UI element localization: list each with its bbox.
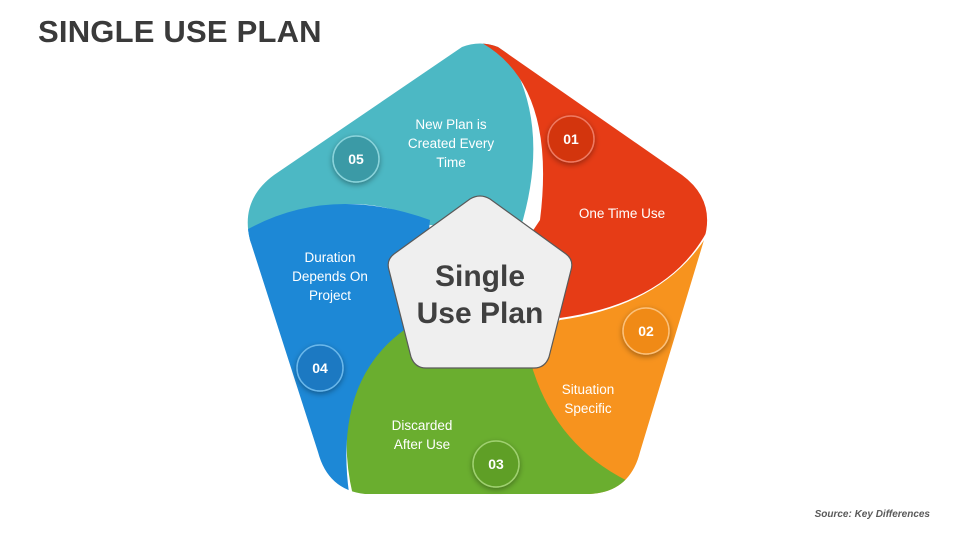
segment-01-shape <box>450 43 708 318</box>
badge-03-number: 03 <box>488 456 504 472</box>
segment-05-label-line3: Time <box>436 155 466 170</box>
page-title: SINGLE USE PLAN <box>38 14 322 49</box>
segment-03-label-line2: After Use <box>394 437 450 452</box>
segment-04-label-line2: Depends On <box>292 269 368 284</box>
segment-02-label-line1: Situation <box>562 382 615 397</box>
badge-02-number: 02 <box>638 323 654 339</box>
segment-05-label-line1: New Plan is <box>415 117 487 132</box>
badge-03-circle <box>472 440 520 488</box>
center-title-line1: Single <box>435 260 525 293</box>
badge-05-number: 05 <box>348 151 364 167</box>
segment-02-label-line2: Specific <box>564 401 612 416</box>
badge-01-number: 01 <box>563 131 579 147</box>
segment-03-label-line1: Discarded <box>392 418 453 433</box>
badge-01-circle <box>547 115 595 163</box>
center-title-line2: Use Plan <box>417 297 544 330</box>
source-note: Source: Key Differences <box>814 509 930 520</box>
badge-04-number: 04 <box>312 360 328 376</box>
segment-05-label-line2: Created Every <box>408 136 495 151</box>
badge-05-circle <box>332 135 380 183</box>
segment-01-label-line1: One Time Use <box>579 206 665 221</box>
center-pentagon <box>387 195 573 369</box>
segment-04-label-line1: Duration <box>304 250 355 265</box>
segment-04-label-line3: Project <box>309 288 351 303</box>
badge-02-circle <box>622 307 670 355</box>
segment-03-shape <box>346 320 680 494</box>
badge-04-circle <box>296 344 344 392</box>
